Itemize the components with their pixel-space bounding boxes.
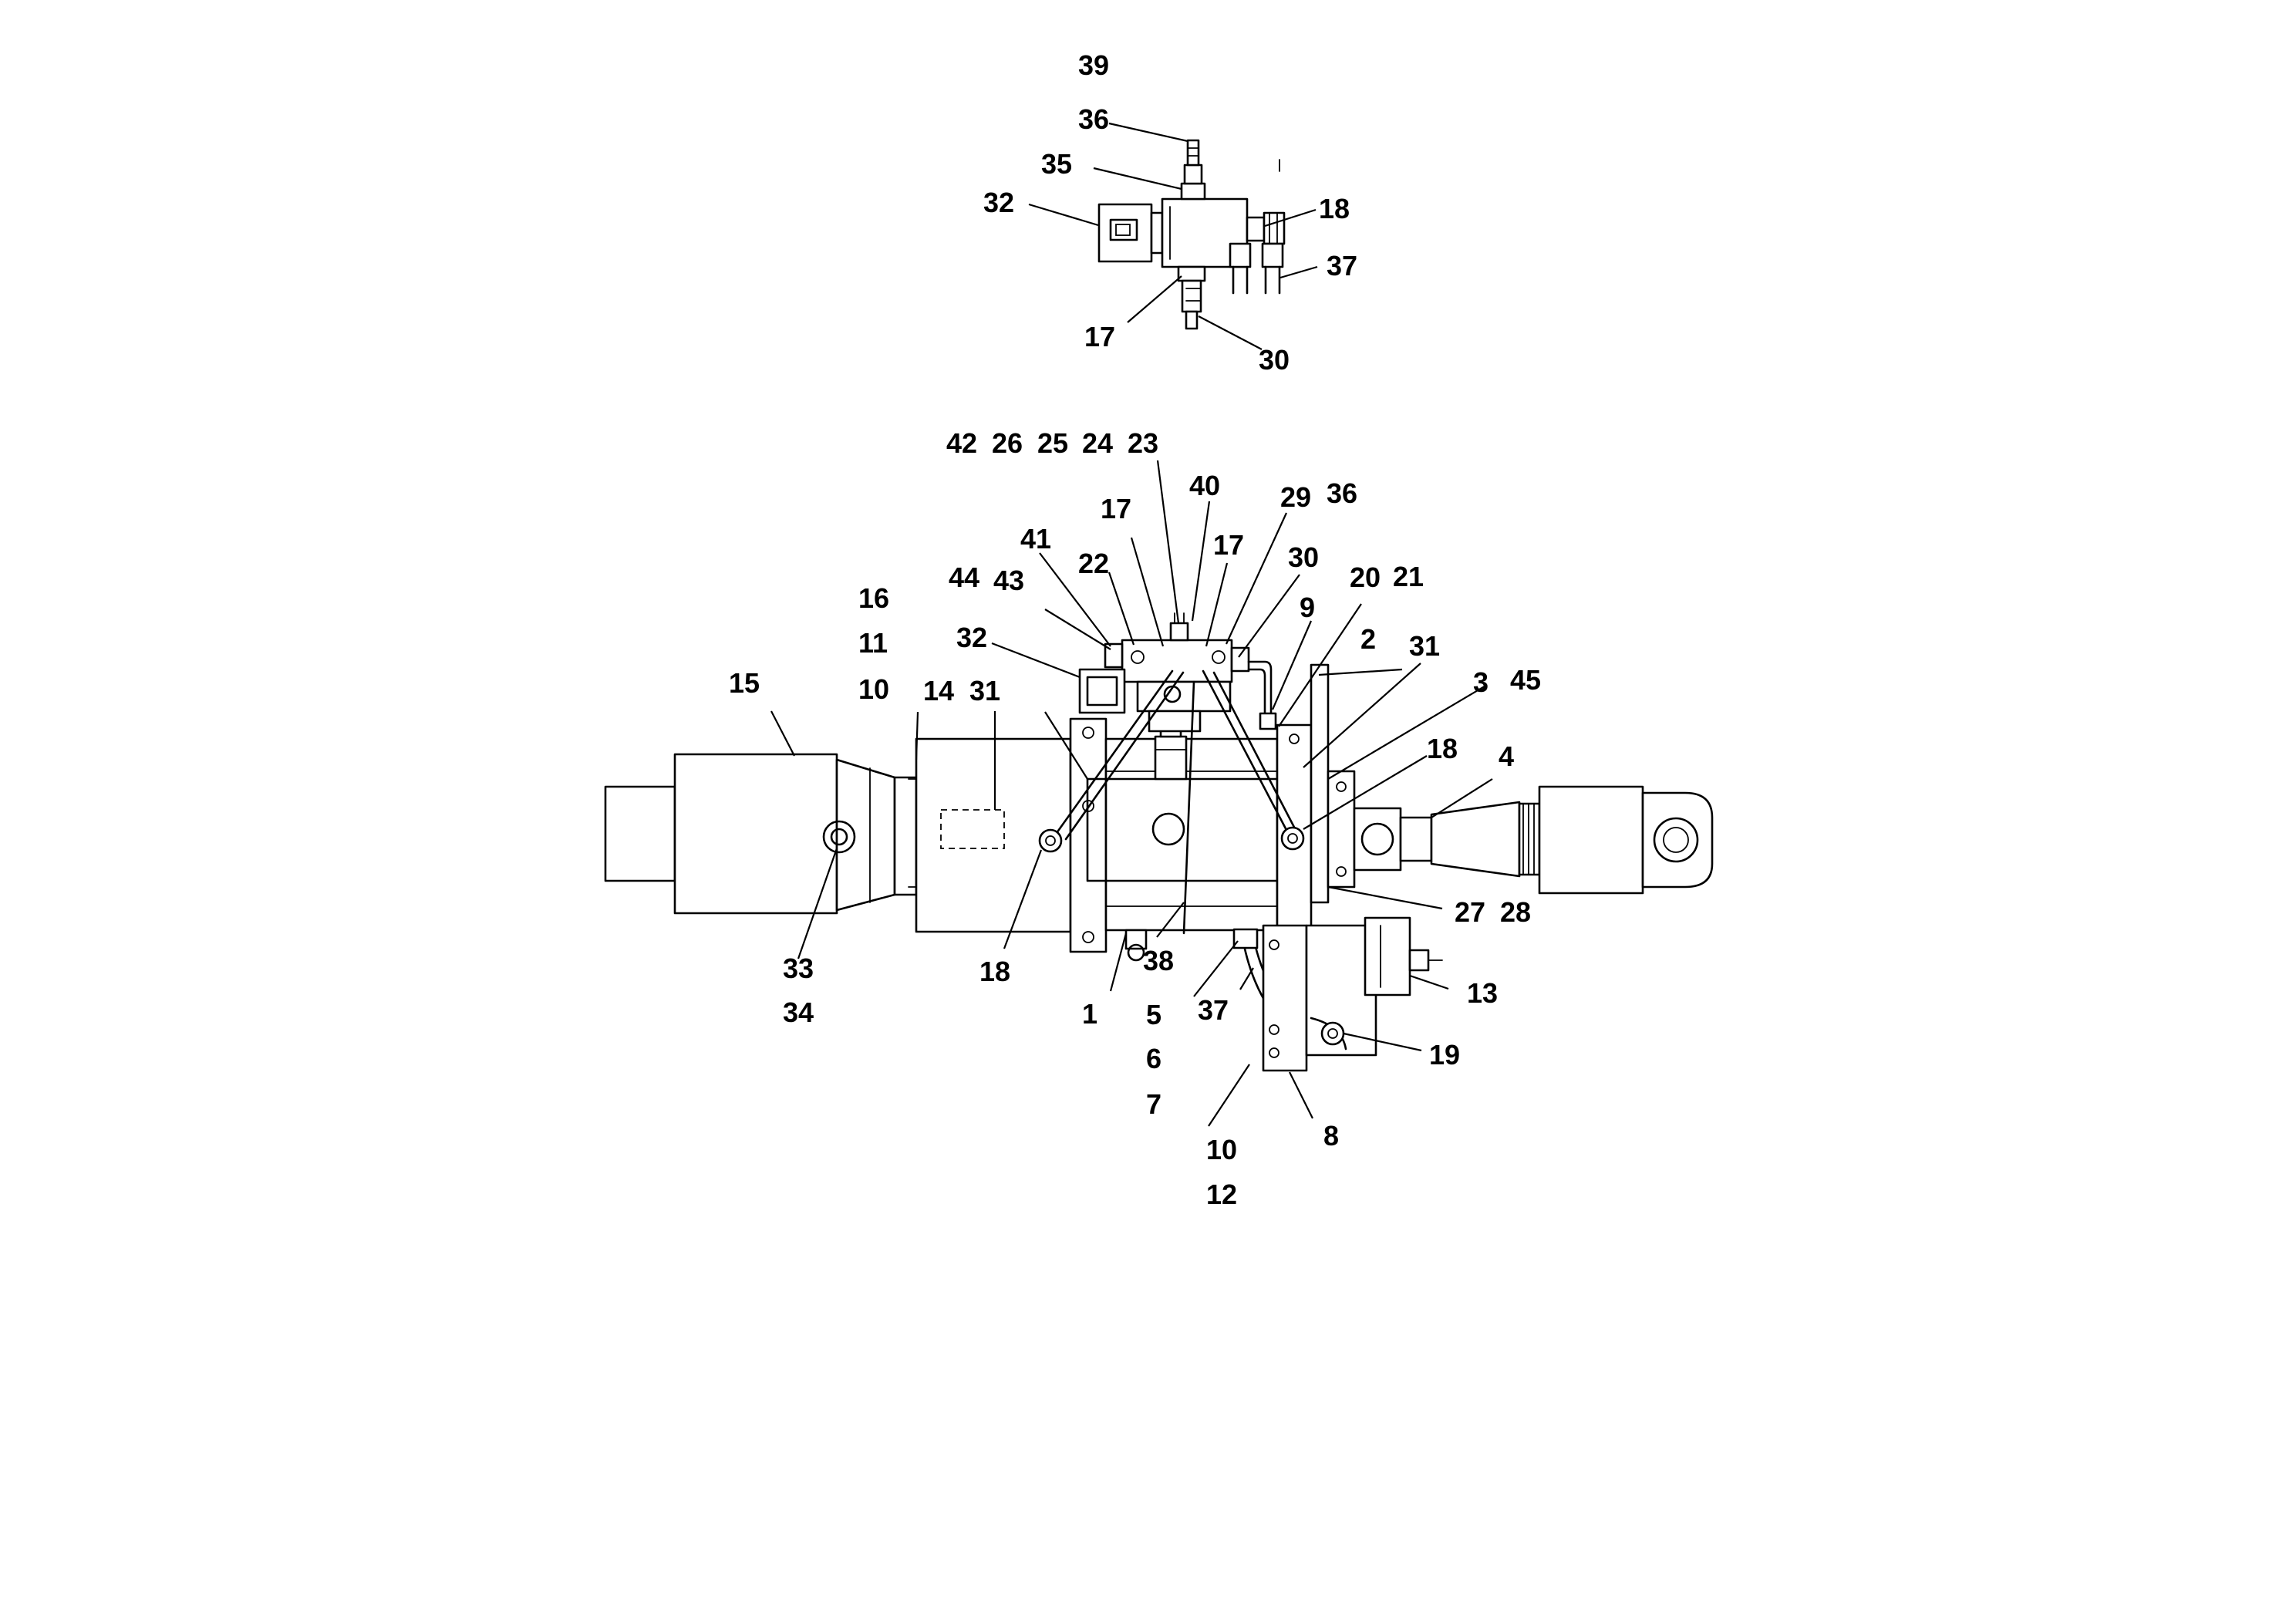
callout-20: 20 [1350,561,1381,593]
callout-23: 23 [1128,427,1158,459]
callout-31: 31 [1409,630,1440,662]
callout-2: 2 [1360,623,1376,655]
callout-17: 17 [1213,529,1244,561]
callout-32: 32 [956,622,987,653]
callout-21: 21 [1393,561,1424,592]
callout-26: 26 [992,427,1023,459]
callout-24: 24 [1082,427,1113,459]
callout-18: 18 [1319,193,1350,224]
callout-42: 42 [946,427,977,459]
callout-45: 45 [1510,664,1541,696]
callout-8: 8 [1323,1120,1339,1152]
callout-14: 14 [923,675,954,706]
callout-31: 31 [969,675,1000,706]
callout-11: 11 [858,627,888,659]
callout-37: 37 [1198,994,1229,1026]
callout-39: 39 [1078,49,1109,81]
callout-44: 44 [949,561,979,593]
callout-37: 37 [1327,250,1357,282]
callout-32: 32 [983,187,1014,218]
callout-5: 5 [1146,999,1161,1030]
callout-15: 15 [729,667,760,699]
callout-4: 4 [1499,740,1514,772]
callout-10: 10 [858,673,889,705]
callout-labels: 39 36 35 32 18 37 17 30 42 26 25 24 23 4… [729,49,1541,1210]
callout-36: 36 [1078,103,1109,135]
callout-18: 18 [1427,733,1458,764]
main-assembly [604,612,1714,1072]
callout-28: 28 [1500,896,1531,928]
leader-lines [770,122,1493,1127]
callout-17: 17 [1101,493,1131,524]
callout-30: 30 [1259,344,1290,376]
callout-40: 40 [1189,470,1220,501]
callout-19: 19 [1429,1039,1460,1071]
valve-detail-view [1097,139,1286,330]
callout-22: 22 [1078,548,1109,579]
callout-17: 17 [1084,321,1115,352]
callout-29: 29 [1280,481,1311,513]
callout-34: 34 [783,996,814,1028]
callout-6: 6 [1146,1043,1161,1074]
callout-18: 18 [979,956,1010,987]
callout-25: 25 [1037,427,1068,459]
callout-30: 30 [1288,541,1319,573]
callout-38: 38 [1143,945,1174,976]
callout-16: 16 [858,582,889,614]
callout-35: 35 [1041,148,1072,180]
callout-9: 9 [1300,592,1315,623]
callout-41: 41 [1020,523,1051,555]
callout-1: 1 [1082,998,1097,1030]
callout-3: 3 [1473,666,1489,698]
callout-27: 27 [1455,896,1485,928]
callout-12: 12 [1206,1179,1237,1210]
callout-43: 43 [993,565,1024,596]
callout-7: 7 [1146,1088,1161,1120]
callout-10: 10 [1206,1134,1237,1165]
callout-36: 36 [1327,477,1357,509]
callout-13: 13 [1467,977,1498,1009]
callout-33: 33 [783,953,814,984]
